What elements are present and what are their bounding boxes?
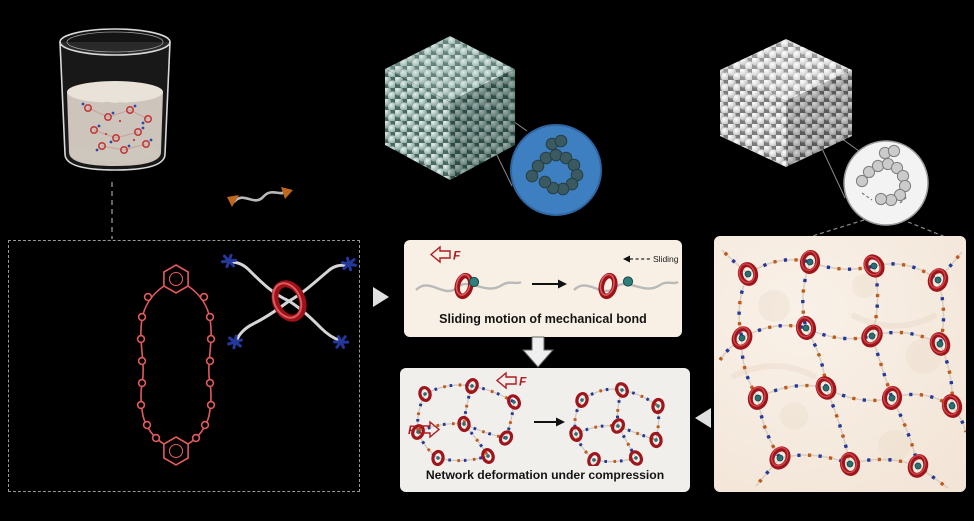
network-structure-panel — [714, 236, 966, 492]
stopper-icon — [227, 195, 239, 207]
polymer-chain — [573, 280, 679, 293]
bead-icon — [622, 276, 634, 287]
rotaxane-crosslinker-icon — [219, 251, 358, 352]
red-ring-icon — [927, 267, 949, 291]
red-ring-icon — [907, 453, 929, 477]
simulation-cube-teal-icon — [384, 35, 516, 181]
sliding-label: Sliding — [653, 254, 679, 264]
monomer-icon — [227, 187, 293, 207]
dissolved-rotaxane-molecules — [81, 102, 153, 155]
network-deformation-panel: F F Network deformation under compressio… — [400, 368, 690, 492]
arrow-down-icon — [521, 336, 555, 368]
azide-icon — [219, 251, 239, 271]
coarse-grained-chain — [525, 134, 584, 196]
red-ring-icon — [768, 445, 792, 470]
polymer-arms — [230, 260, 348, 342]
red-ring-icon — [598, 272, 618, 300]
red-ring-icon — [814, 375, 837, 400]
force-arrow-icon — [419, 420, 441, 439]
sliding-drawing: F Sliding — [415, 245, 679, 300]
red-ring-icon — [941, 394, 962, 417]
force-arrow-icon — [429, 245, 451, 264]
chain-segments-blue — [718, 248, 966, 490]
background-watermark — [731, 274, 942, 462]
beaker-icon — [59, 28, 171, 171]
synthesis-box — [8, 240, 360, 492]
zoom-circle-gray-icon — [843, 140, 929, 226]
sliding-panel: F Sliding Sliding motion of mechanical b… — [404, 240, 682, 337]
red-ring-icon — [796, 316, 815, 338]
coarse-grained-chain-gray — [855, 144, 912, 207]
bead-icon — [468, 276, 480, 288]
red-ring-icon — [454, 272, 474, 300]
red-ring-icon — [271, 280, 307, 322]
red-ring-icon — [882, 386, 901, 408]
network-right — [567, 380, 666, 466]
red-ring-icon — [730, 325, 753, 350]
simulation-cube-gray-icon — [720, 39, 852, 167]
force-label-top: F — [519, 375, 527, 389]
stopper-icon — [281, 187, 293, 199]
red-ring-icon — [800, 250, 819, 272]
red-ring-icon — [737, 262, 758, 285]
sliding-caption: Sliding motion of mechanical bond — [439, 312, 647, 326]
red-ring-icon — [747, 386, 768, 409]
network-left — [409, 376, 524, 466]
sliding-arrow-icon — [623, 255, 630, 263]
force-label: F — [453, 249, 461, 263]
network-drawing — [718, 236, 966, 490]
azide-icon — [340, 255, 358, 273]
force-label-left: F — [408, 423, 416, 437]
deformation-caption: Network deformation under compression — [425, 468, 665, 482]
polymer-chain — [233, 190, 287, 203]
arrow-left-icon — [695, 408, 711, 428]
zoom-circle-blue-icon — [510, 124, 602, 216]
deformation-drawing: F F — [408, 371, 666, 466]
red-ring-icon — [840, 452, 859, 474]
arrow-right-icon — [373, 287, 389, 307]
azide-icon — [331, 332, 351, 352]
macrocycle-structure-icon — [136, 264, 216, 466]
force-arrow-icon — [495, 371, 517, 390]
